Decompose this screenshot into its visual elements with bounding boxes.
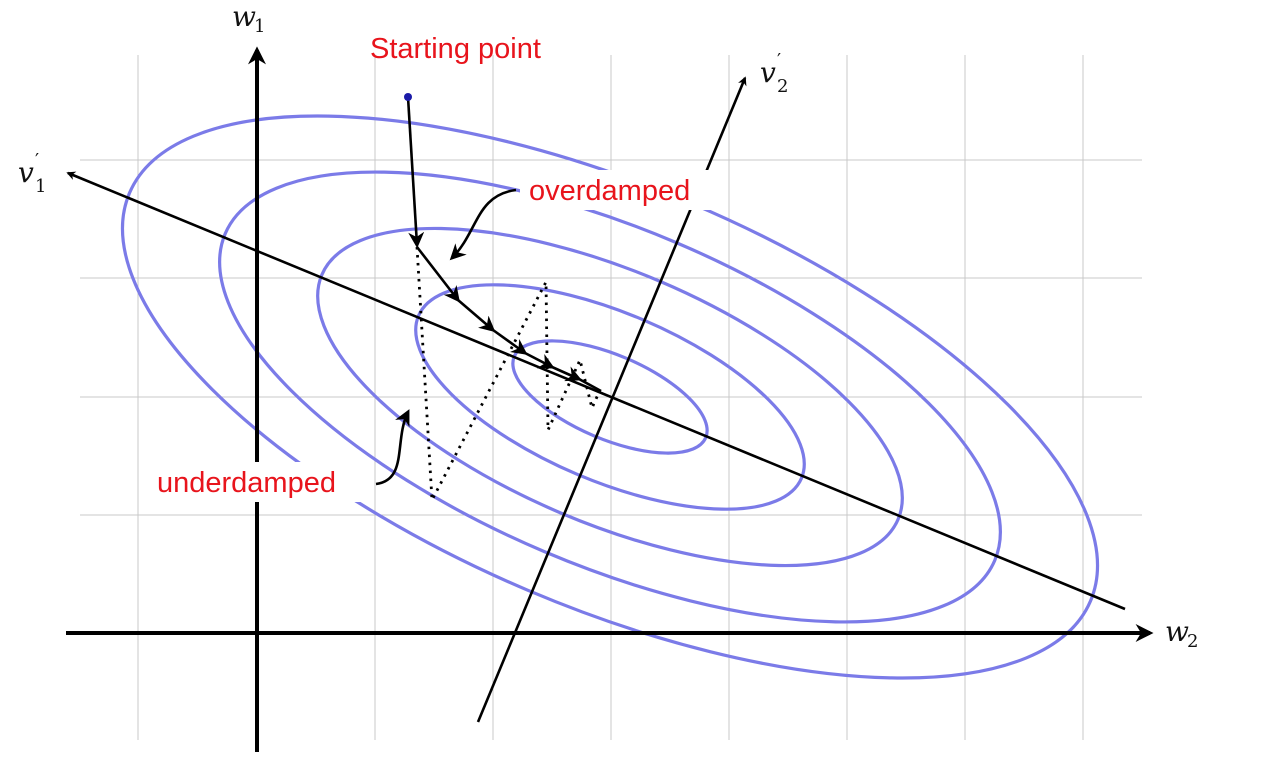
overdamped-label: overdamped	[529, 175, 690, 207]
contour-ellipse-2	[414, 283, 806, 511]
w2-label-main: w	[1165, 615, 1189, 648]
underdamped-label: underdamped	[157, 467, 336, 499]
starting-point-label: Starting point	[370, 33, 541, 65]
v2-prime-axis-label: v ′ 2	[760, 50, 788, 97]
overdamped-step	[457, 299, 496, 333]
v2-label-main: v	[760, 56, 776, 89]
v1-prime-axis-label: v ′ 1	[18, 150, 46, 197]
underdamped-callout-arrow	[375, 409, 410, 486]
overdamped-callout-arrow	[449, 188, 517, 261]
overdamped-step	[551, 365, 582, 382]
v1-label-sub: 1	[35, 176, 46, 197]
w1-label-main: w	[232, 0, 256, 33]
contour-ellipse-3	[316, 226, 904, 568]
w1-label-sub: 1	[254, 16, 265, 37]
v1-prime-axis	[66, 171, 1126, 611]
starting-point-marker	[404, 93, 412, 101]
w1-axis-label: w 1	[232, 0, 265, 37]
w2-axis-label: w 2	[1165, 615, 1198, 652]
overdamped-step	[524, 351, 555, 369]
overdamped-step	[415, 246, 460, 303]
v1-label-main: v	[18, 156, 34, 189]
v2-label-prime: ′	[777, 50, 781, 71]
w2-label-sub: 2	[1187, 631, 1198, 652]
underdamped-label-bg	[148, 462, 370, 502]
v1-label-prime: ′	[35, 150, 39, 171]
overdamped-step	[406, 96, 425, 249]
overdamped-step	[492, 328, 528, 355]
overdamped-path	[406, 96, 602, 393]
overdamped-label-bg	[520, 170, 718, 210]
contour-ellipses	[120, 114, 1100, 680]
overdamped-step	[578, 377, 602, 393]
contour-ellipse-5	[120, 114, 1100, 680]
v2-label-sub: 2	[777, 76, 788, 97]
